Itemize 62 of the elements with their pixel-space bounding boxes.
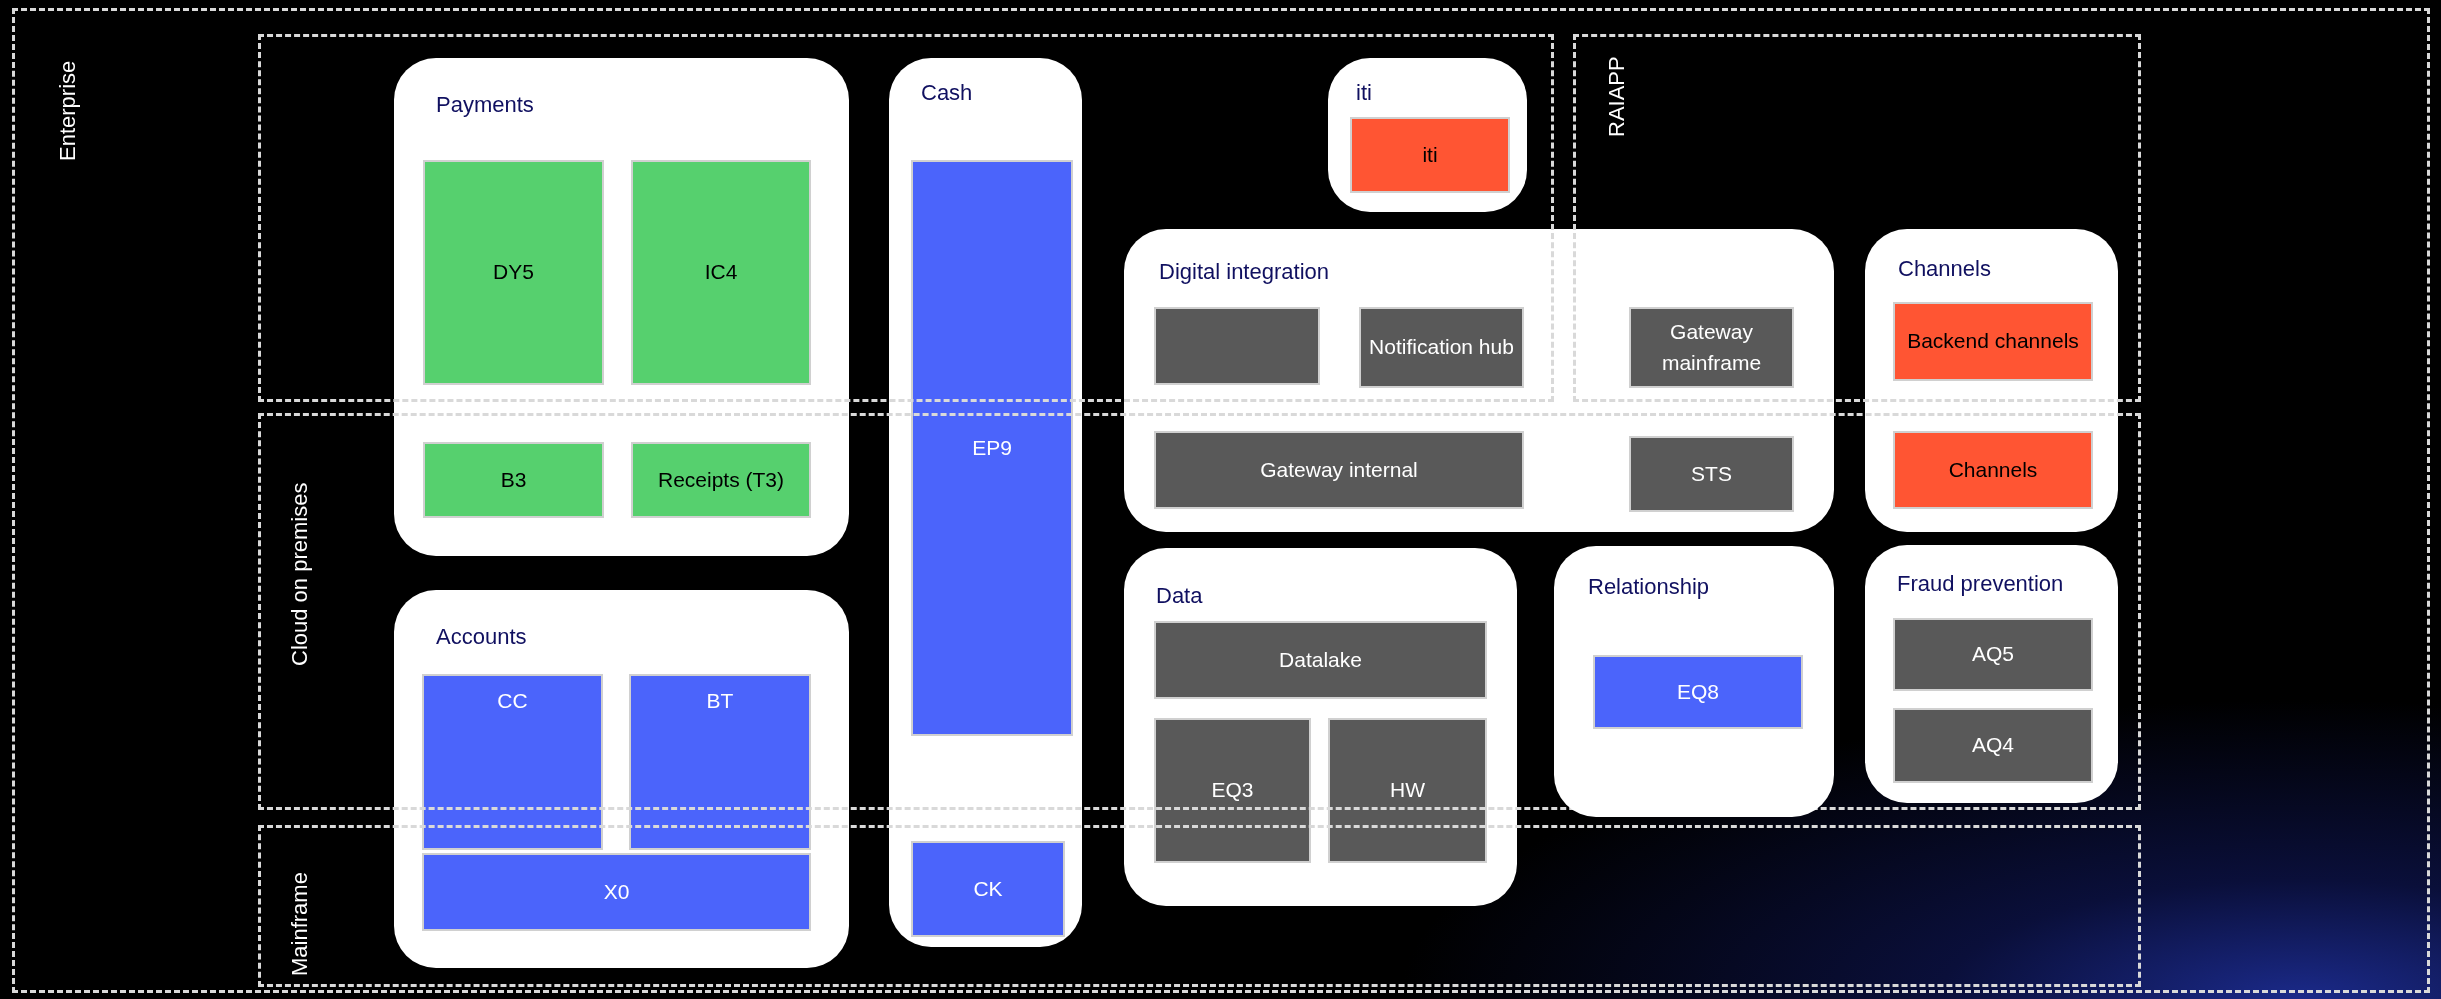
component-box: [1893, 708, 2093, 783]
group-title: Digital integration: [1159, 259, 1329, 285]
component-box: [422, 674, 603, 850]
group-title: iti: [1356, 80, 1372, 106]
zone-label: RAIAPP: [1604, 56, 1630, 137]
component-box: [423, 442, 604, 518]
group-title: Channels: [1898, 256, 1991, 282]
zone-label: Cloud on premises: [287, 482, 313, 666]
component-box: [1629, 436, 1794, 512]
group-panel: [1328, 58, 1527, 212]
component-box: [1893, 431, 2093, 509]
group-title: Fraud prevention: [1897, 571, 2064, 597]
component-label: AQ4: [1971, 732, 2015, 759]
component-box: [1154, 431, 1524, 509]
zone-label: Enterprise: [55, 60, 81, 161]
component-label: Datalake: [1278, 646, 1363, 673]
component-label: Gateway internal: [1259, 456, 1419, 483]
zone-label: Mainframe: [287, 872, 313, 976]
component-label: Backend channels: [1906, 328, 2080, 355]
group-title: Cash: [921, 80, 973, 106]
component-box: [422, 853, 811, 931]
component-label: BT: [705, 688, 735, 714]
empty-component-box: [1154, 307, 1320, 385]
component-box: [629, 674, 811, 850]
group-title: Payments: [436, 92, 534, 118]
component-label: B3: [499, 466, 528, 493]
component-label: X0: [602, 878, 631, 905]
component-box: [1893, 302, 2093, 381]
component-label: IC4: [703, 259, 739, 286]
component-box: [1328, 718, 1487, 863]
component-box: [1154, 718, 1311, 863]
component-box: [1359, 307, 1524, 388]
component-label: STS: [1690, 460, 1733, 487]
component-label: Notification hub: [1368, 334, 1515, 361]
group-title: Relationship: [1588, 574, 1710, 600]
component-box: [911, 841, 1065, 937]
component-label: EQ3: [1210, 777, 1255, 804]
component-label: Gateway mainframe: [1660, 319, 1763, 376]
component-label: HW: [1389, 777, 1426, 804]
component-label: Channels: [1947, 456, 2039, 483]
component-box: [1893, 618, 2093, 691]
component-box: [1154, 621, 1487, 699]
component-label: Receipts (T3): [657, 466, 785, 493]
component-label: EQ8: [1676, 678, 1720, 705]
group-panel: [889, 58, 1082, 947]
component-box: [911, 160, 1073, 736]
group-title: Accounts: [436, 624, 527, 650]
component-label: iti: [1421, 141, 1439, 168]
component-box: [1593, 655, 1803, 729]
component-label: CC: [496, 688, 529, 714]
component-label: AQ5: [1971, 641, 2015, 668]
component-box: [1629, 307, 1794, 388]
component-box: [631, 442, 811, 518]
component-label: EP9: [971, 434, 1013, 461]
group-panel: [1554, 546, 1834, 817]
component-box: [1350, 117, 1510, 193]
component-box: [631, 160, 811, 385]
component-label: DY5: [492, 259, 535, 286]
group-panel: [1865, 545, 2118, 803]
component-box: [423, 160, 604, 385]
group-title: Data: [1156, 583, 1203, 609]
component-label: CK: [972, 875, 1004, 902]
